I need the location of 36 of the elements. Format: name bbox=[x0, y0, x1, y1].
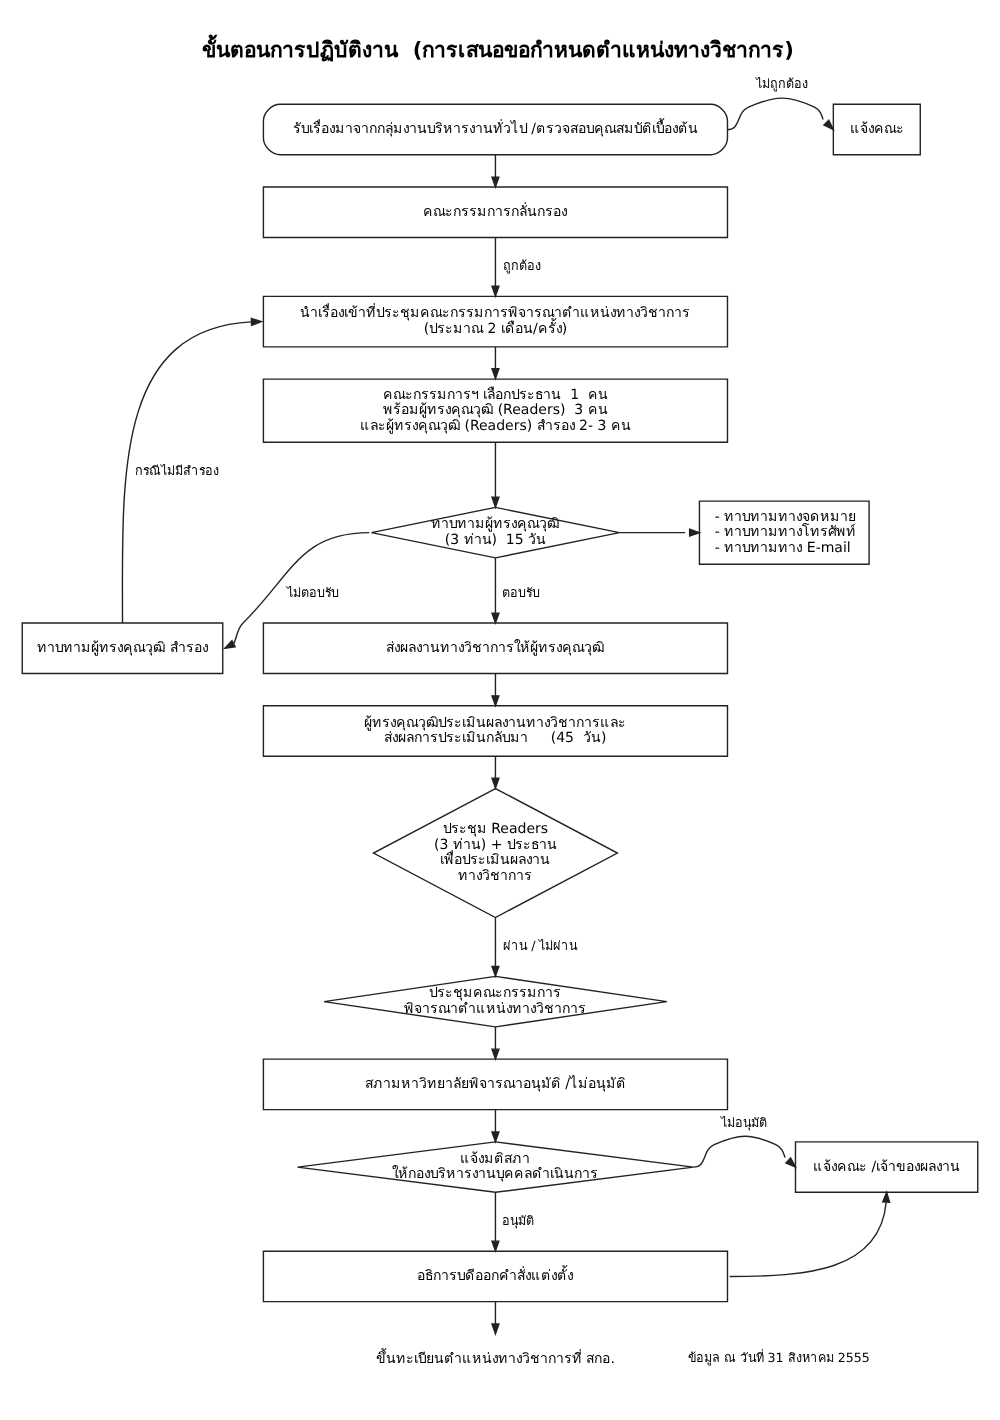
arrow bbox=[491, 1026, 500, 1062]
node-box: ทาบทามผู้ทรงคุณวุฒิ สำรอง bbox=[21, 622, 224, 675]
arrow bbox=[121, 317, 264, 624]
arrow bbox=[491, 346, 500, 381]
arrow bbox=[692, 1135, 798, 1169]
arrow bbox=[491, 1109, 500, 1144]
node-diamond: ทาบทามผู้ทรงคุณวุฒิ (3 ท่าน) 15 วัน bbox=[370, 506, 621, 559]
node-box: ส่งผลงานทางวิชาการให้ผู้ทรงคุณวุฒิ bbox=[262, 622, 729, 675]
arrow bbox=[491, 1191, 500, 1254]
node-box: แจ้งคณะ bbox=[832, 103, 921, 156]
arrow bbox=[491, 916, 500, 979]
arrow bbox=[491, 1301, 500, 1336]
node-box: คณะกรรมการกลั่นกรอง bbox=[262, 186, 729, 239]
node-box: นำเรื่องเข้าที่ประชุมคณะกรรมการพิจารณาตำแหน่งทางวิชาการ (ประมาณ 2 เดือน/ครั้ง) bbox=[262, 295, 729, 348]
arrow bbox=[491, 154, 500, 189]
node-diamond: ประชุม Readers (3 ท่าน) + ประธาน เพื่อประเมินผลงาน ทางวิชาการ bbox=[371, 787, 619, 919]
arrow bbox=[618, 528, 702, 538]
node-box: รับเรื่องมาจากกลุ่มงานบริหารงานทั่วไป /ตรวจสอบคุณสมบัติเบื้องต้น bbox=[262, 103, 729, 156]
arrow bbox=[728, 1190, 891, 1278]
diagram-title: ขั้นตอนการปฏิบัติงาน (การเสนอขอกำหนดตำแหน่งทางวิชาการ) bbox=[202, 38, 794, 63]
node-box: ผู้ทรงคุณวุฒิประเมินผลงานทางวิชาการและ ส่งผลการประเมินกลับมา (45 วัน) bbox=[262, 705, 729, 757]
node-box: สภามหาวิทยาลัยพิจารณาอนุมัติ /ไม่อนุมัติ bbox=[262, 1058, 729, 1111]
arrow bbox=[491, 237, 500, 299]
arrow bbox=[491, 557, 500, 626]
arrow bbox=[491, 673, 500, 708]
node-diamond: แจ้งมติสภา ให้กองบริหารงานบุคคลดำเนินการ bbox=[296, 1141, 695, 1193]
node-diamond: ประชุมคณะกรรมการ พิจารณาตำแหน่งทางวิชาการ bbox=[323, 975, 668, 1028]
arrow bbox=[491, 442, 500, 510]
node-box: อธิการบดีออกคำสั่งแต่งตั้ง bbox=[262, 1250, 729, 1303]
node-box: คณะกรรมการฯ เลือกประธาน 1 คน พร้อมผู้ทรงคุณวุฒิ (Readers) 3 คน และผู้ทรงคุณวุฒิ (Readers) สำรอง 2- 3 คน bbox=[262, 378, 729, 443]
arrow bbox=[726, 97, 835, 132]
arrow bbox=[222, 531, 370, 650]
arrow bbox=[491, 755, 500, 791]
node-box: แจ้งคณะ /เจ้าของผลงาน bbox=[794, 1141, 979, 1193]
node-text: ขึ้นทะเบียนตำแหน่งทางวิชาการที่ สกอ. bbox=[375, 1348, 615, 1367]
node-box: - ทาบทามทางจดหมาย - ทาบทามทางโทรศัพท์ - ทาบทามทาง E-mail bbox=[698, 500, 870, 565]
